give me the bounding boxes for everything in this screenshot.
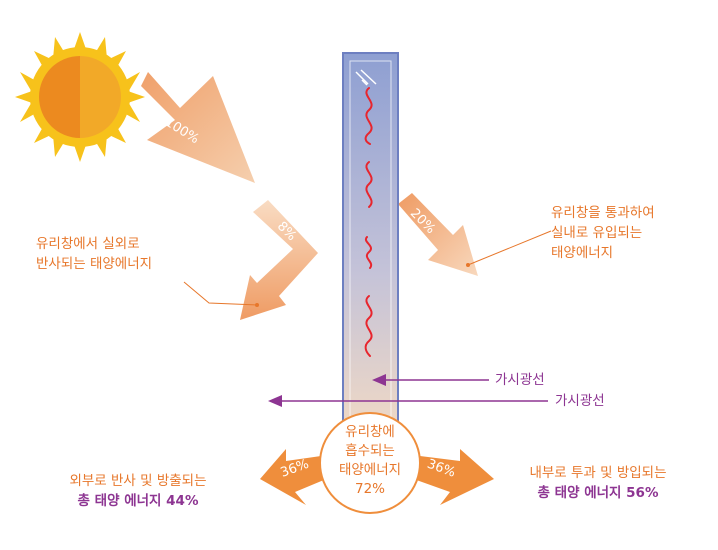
transmitted-leader-dot <box>466 263 470 267</box>
inward-total-line-1: 내부로 투과 및 방입되는 <box>529 465 667 481</box>
transmitted-leader-line <box>467 230 552 266</box>
reflected-leader-line <box>183 281 258 306</box>
outward-total-label: 외부로 반사 및 방출되는 총 태양 에너지 44% <box>28 471 248 511</box>
outward-total-line-1: 외부로 반사 및 방출되는 <box>69 473 207 489</box>
absorbed-label-line-3: 태양에너지 <box>338 462 402 478</box>
transmitted-label-line-3: 태양에너지 <box>551 245 614 261</box>
absorbed-label-percent: 72% <box>354 481 385 497</box>
outward-arrow <box>260 449 335 505</box>
inward-total-label: 내부로 투과 및 방입되는 총 태양 에너지 56% <box>488 463 708 503</box>
incident-arrow <box>141 72 255 183</box>
transmitted-label-line-1: 유리창을 통과하여 <box>551 205 655 221</box>
outward-total-line-2: 총 태양 에너지 44% <box>77 493 199 509</box>
reflected-label-line-2: 반사되는 태양에너지 <box>36 256 153 272</box>
glass-glare-icon <box>355 69 377 86</box>
glass-pane <box>342 52 399 456</box>
inward-arrow <box>404 449 494 505</box>
visible-light-in-label: 가시광선 <box>495 372 545 388</box>
reflected-label-line-1: 유리창에서 실외로 <box>36 236 140 252</box>
absorbed-circle <box>319 412 421 514</box>
absorbed-label-line-2: 흡수되는 <box>345 443 395 459</box>
transmitted-label-line-2: 실내로 유입되는 <box>551 225 643 241</box>
transmitted-arrow <box>398 193 478 276</box>
visible-light-out-label: 가시광선 <box>555 393 605 409</box>
absorbed-label: 유리창에 흡수되는 태양에너지 72% <box>320 423 420 499</box>
inward-total-line-2: 총 태양 에너지 56% <box>537 485 659 501</box>
reflected-leader-dot <box>255 303 259 307</box>
reflected-label: 유리창에서 실외로 반사되는 태양에너지 <box>36 234 152 274</box>
visible-light-out-arrow <box>268 395 548 407</box>
transmitted-label: 유리창을 통과하여 실내로 유입되는 태양에너지 <box>551 203 655 263</box>
heat-wave-icon <box>364 87 373 357</box>
sun-icon <box>15 32 145 162</box>
absorbed-label-line-1: 유리창에 <box>345 424 395 440</box>
visible-light-in-arrow <box>372 374 489 386</box>
reflected-arrow <box>240 200 318 320</box>
